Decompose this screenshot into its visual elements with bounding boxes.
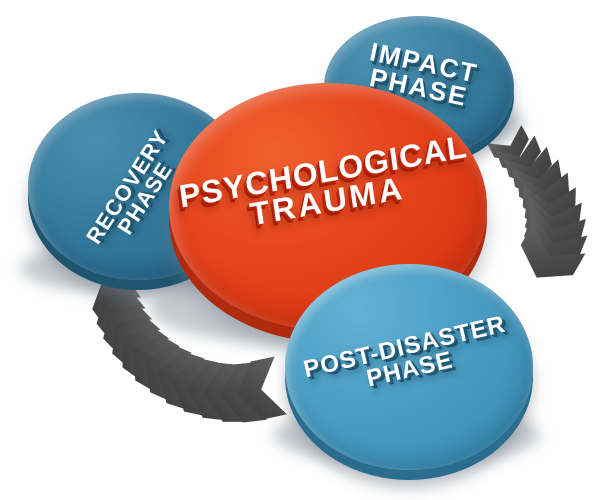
post-disaster-phase-label: POST-DISASTER PHASE <box>301 311 513 405</box>
chevron-arrow-icon <box>510 223 585 293</box>
chevron-arrow-icon <box>522 185 576 226</box>
chevron-arrow-icon <box>504 147 556 192</box>
chevron-arrow-icon <box>184 360 232 421</box>
chevron-arrow-icon <box>203 364 246 422</box>
post-disaster-phase-circle: POST-DISASTER PHASE <box>285 264 533 470</box>
chevron-arrow-icon <box>522 195 582 243</box>
chevron-arrow-icon <box>520 204 586 260</box>
chevron-arrow-icon <box>511 159 564 202</box>
chevron-arrow-icon <box>231 356 287 423</box>
chevron-arrow-icon <box>217 361 267 424</box>
chevron-arrow-icon <box>109 316 170 380</box>
chevron-arrow-icon <box>518 172 571 213</box>
chevron-arrow-icon <box>149 346 205 410</box>
chevron-arrow-icon <box>134 337 192 402</box>
chevron-arrow-icon <box>120 327 180 392</box>
center-label: PSYCHOLOGICAL TRAUMA <box>177 128 473 242</box>
chevron-arrow-icon <box>166 354 218 417</box>
chevron-arrow-icon <box>516 214 587 277</box>
chevron-arrow-icon <box>92 293 152 353</box>
chevron-arrow-icon <box>496 136 547 181</box>
